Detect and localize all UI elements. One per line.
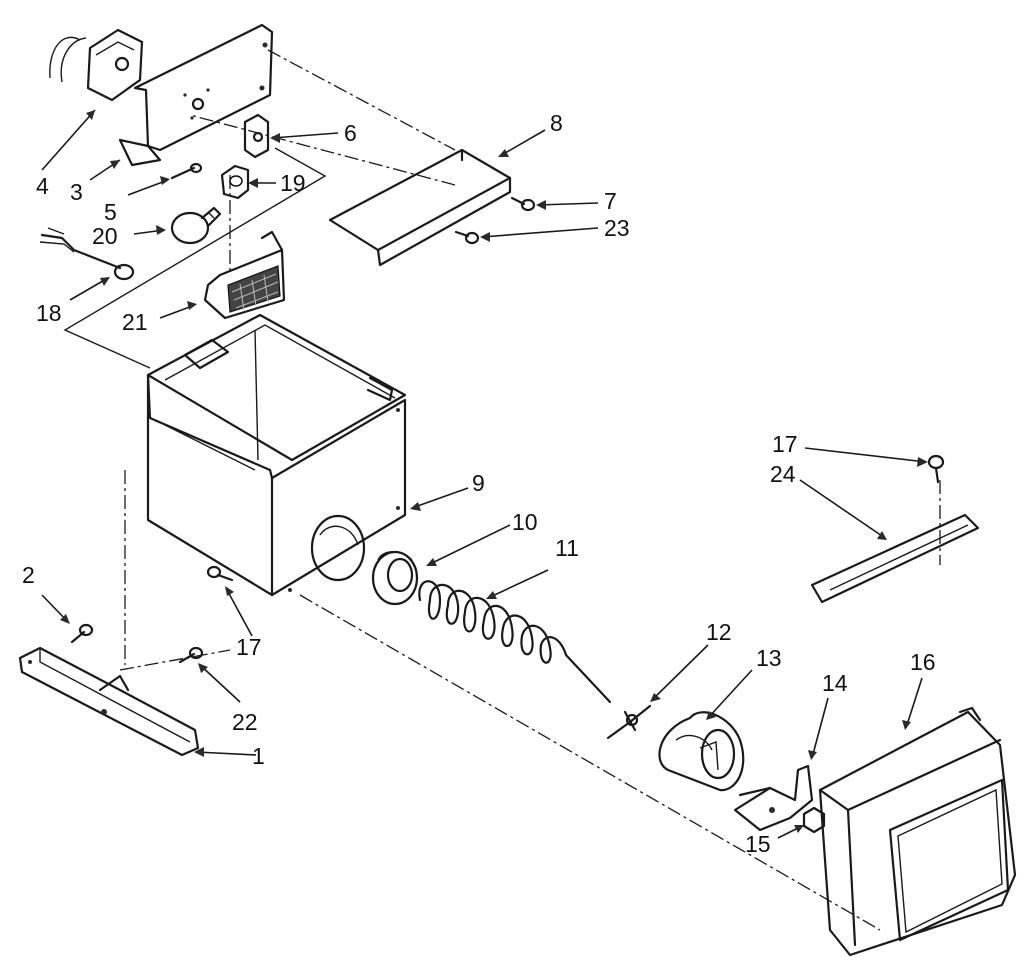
part-6-clip — [243, 113, 270, 159]
part-17-screw-upper — [927, 454, 945, 484]
callout-22: 22 — [232, 709, 258, 735]
callout-5: 5 — [104, 199, 117, 225]
assembly-lines — [119, 49, 941, 931]
part-13-crusher-housing — [658, 711, 745, 792]
callout-3: 3 — [70, 179, 83, 205]
part-5-screw — [170, 162, 203, 180]
callout-16: 16 — [910, 649, 936, 675]
part-8-cover — [328, 148, 512, 267]
callout-20: 20 — [92, 223, 118, 249]
callout-13: 13 — [756, 645, 782, 671]
part-14-bracket — [733, 764, 814, 832]
part-15-nut — [802, 806, 826, 834]
callout-24: 24 — [770, 461, 796, 487]
part-24-trim-strip — [810, 513, 980, 604]
lamp-assembly-outline — [63, 147, 327, 369]
part-4-motor — [49, 28, 144, 102]
callout-17-lower: 17 — [236, 634, 262, 660]
part-20-bulb — [170, 206, 222, 245]
callout-9: 9 — [472, 470, 485, 496]
callout-21: 21 — [122, 309, 148, 335]
part-16-front-housing — [818, 706, 1017, 957]
callout-11: 11 — [555, 535, 579, 561]
callout-2: 2 — [22, 562, 35, 588]
part-12-drive-blade — [606, 704, 652, 740]
part-21-lamp-shade — [203, 230, 286, 320]
leader-lines — [41, 109, 928, 839]
callout-12: 12 — [706, 619, 732, 645]
part-7-screw — [510, 196, 536, 212]
callout-1: 1 — [252, 743, 265, 769]
callout-4: 4 — [36, 173, 49, 199]
callout-labels: 4 3 5 6 8 7 23 19 20 18 21 9 10 11 12 13… — [22, 110, 936, 857]
callout-7: 7 — [604, 188, 617, 214]
callout-19: 19 — [280, 170, 306, 196]
callout-17-upper: 17 — [772, 431, 798, 457]
part-3-bracket — [118, 23, 274, 167]
part-22-screw — [178, 646, 204, 664]
part-1-base-rail — [18, 646, 200, 757]
part-23-screw — [454, 230, 480, 245]
part-18-harness — [39, 227, 135, 281]
part-9-ice-bin — [146, 313, 407, 597]
part-10-bushing — [371, 550, 419, 606]
callout-15: 15 — [745, 831, 771, 857]
part-11-auger-spring — [418, 580, 612, 704]
callout-14: 14 — [822, 670, 848, 696]
callout-6: 6 — [344, 120, 357, 146]
callout-18: 18 — [36, 300, 62, 326]
callout-10: 10 — [512, 509, 538, 535]
callout-23: 23 — [604, 215, 630, 241]
callout-8: 8 — [550, 110, 563, 136]
part-19-socket — [220, 164, 250, 200]
part-17-screw-lower — [206, 565, 234, 582]
part-2-screw — [70, 623, 94, 644]
